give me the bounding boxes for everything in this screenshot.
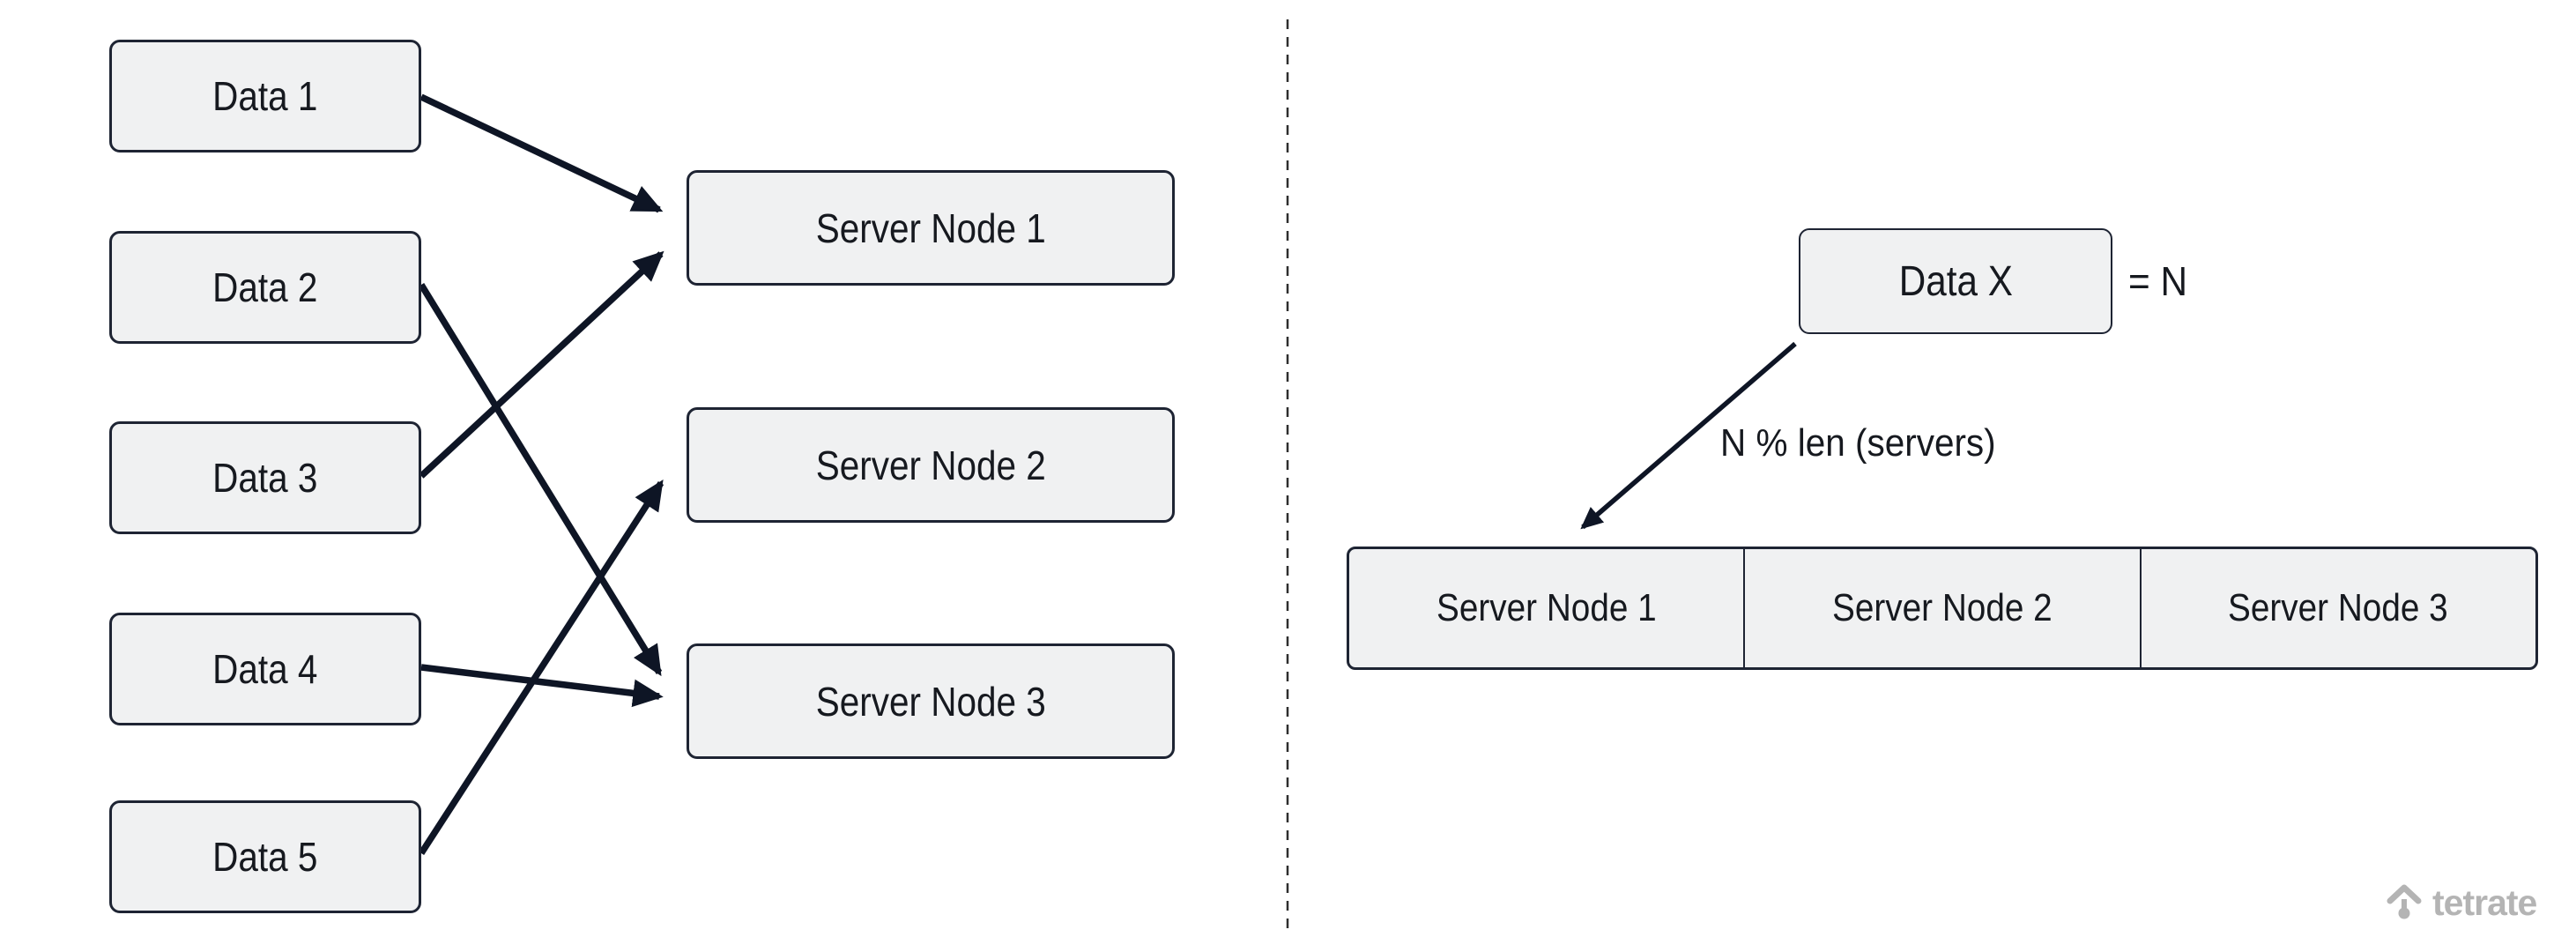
node-data-3: Data 3 <box>109 421 421 534</box>
node-data-4-label: Data 4 <box>212 646 318 692</box>
node-data-5: Data 5 <box>109 800 421 913</box>
edge-data5-to-server2 <box>418 479 664 856</box>
server-row-cell-3: Server Node 3 <box>2142 549 2535 667</box>
server-row-cell-2: Server Node 2 <box>1745 549 2142 667</box>
node-server-2-label: Server Node 2 <box>815 442 1046 488</box>
server-row-cell-1: Server Node 1 <box>1349 549 1746 667</box>
server-row-cell-2-label: Server Node 2 <box>1832 586 2053 629</box>
node-data-x-label: Data X <box>1898 257 2013 305</box>
node-data-3-label: Data 3 <box>212 455 318 501</box>
node-server-3: Server Node 3 <box>687 643 1175 759</box>
node-server-2: Server Node 2 <box>687 407 1175 523</box>
modulo-expression-label: N % len (servers) <box>1720 421 1996 465</box>
server-row-cell-1-label: Server Node 1 <box>1436 586 1657 629</box>
edge-data2-to-server3 <box>418 283 663 677</box>
node-server-3-label: Server Node 3 <box>815 678 1046 725</box>
node-server-1-label: Server Node 1 <box>815 205 1046 251</box>
edge-data1-to-server1 <box>419 93 664 213</box>
node-data-4: Data 4 <box>109 613 421 725</box>
node-data-x: Data X <box>1799 228 2112 334</box>
edge-data3-to-server1 <box>419 250 664 479</box>
equals-n-label: = N <box>2128 258 2188 304</box>
node-data-2: Data 2 <box>109 231 421 344</box>
server-row: Server Node 1 Server Node 2 Server Node … <box>1347 547 2538 670</box>
node-data-1: Data 1 <box>109 40 421 152</box>
server-row-cell-3-label: Server Node 3 <box>2228 586 2449 629</box>
tetrate-logo-text: tetrate <box>2432 881 2537 923</box>
edge-data4-to-server3 <box>420 664 664 708</box>
tetrate-logo-icon <box>2387 884 2422 919</box>
node-data-1-label: Data 1 <box>212 73 318 119</box>
tetrate-logo: tetrate <box>2385 881 2537 924</box>
node-data-2-label: Data 2 <box>212 264 318 310</box>
node-server-1: Server Node 1 <box>687 170 1175 286</box>
edge-datax-to-server1 <box>1580 341 1797 530</box>
node-data-5-label: Data 5 <box>212 834 318 880</box>
